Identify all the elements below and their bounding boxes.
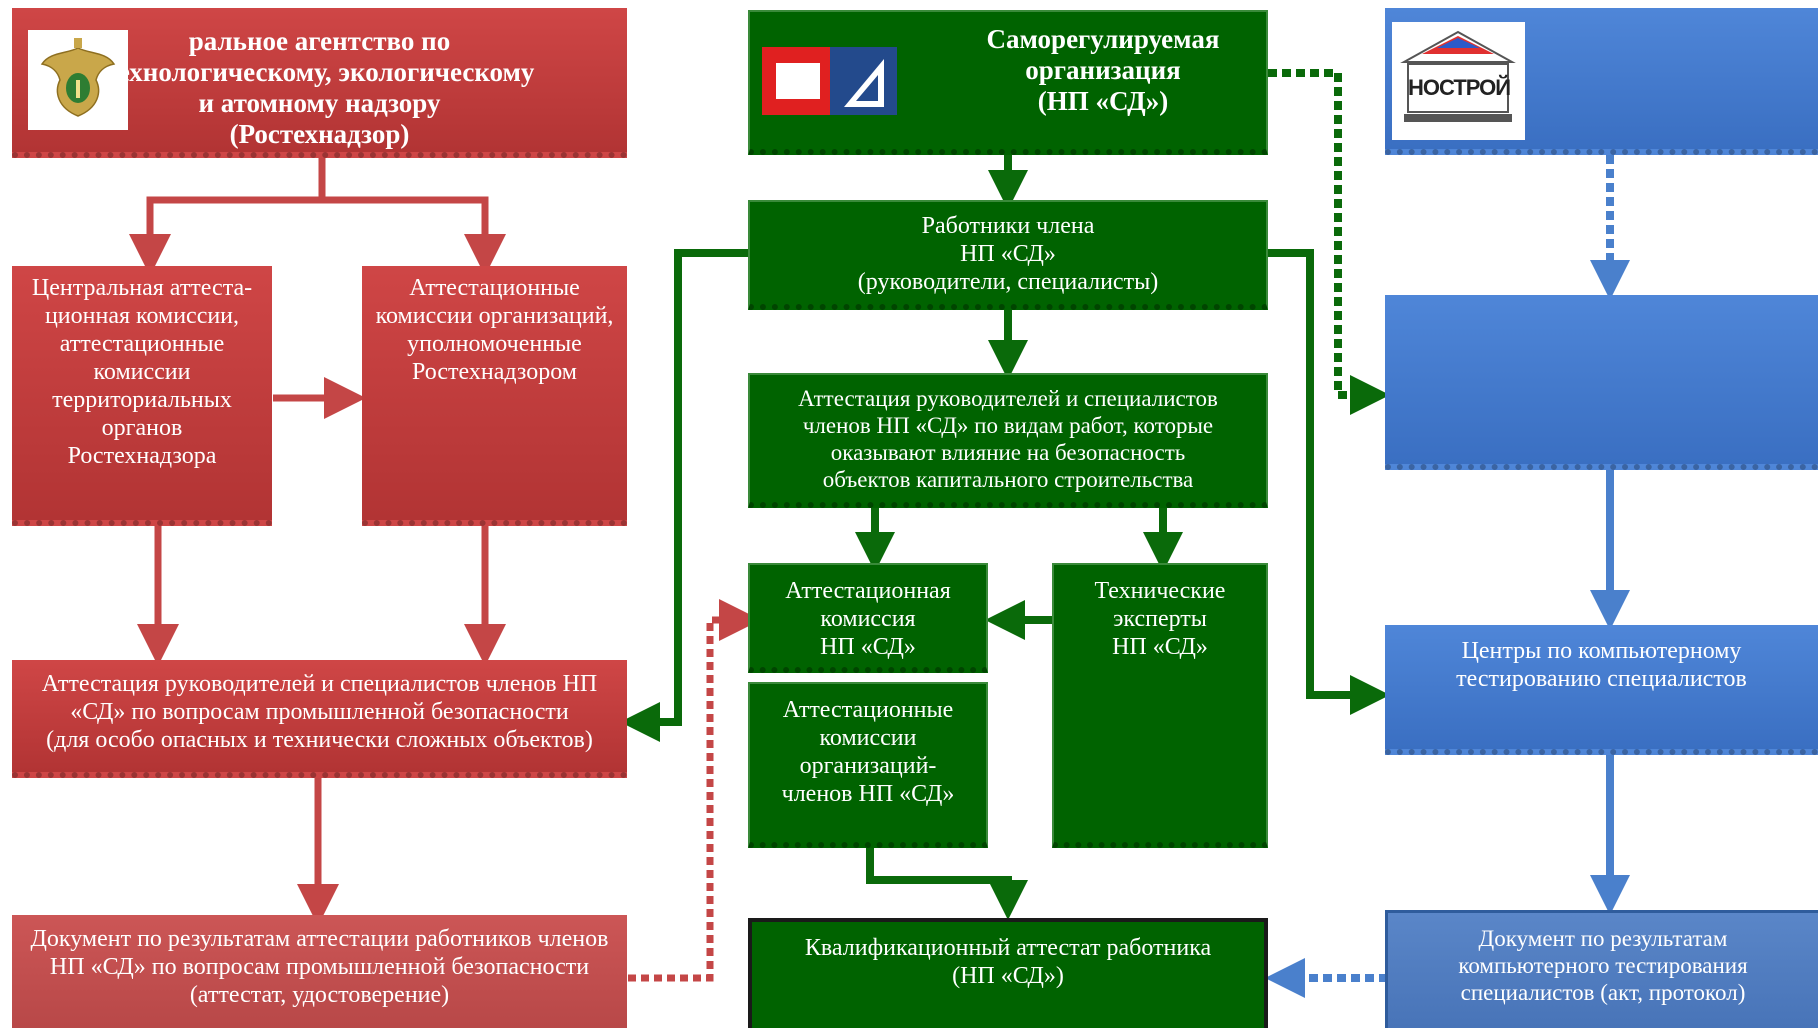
doc-industrial-line-1: Документ по результатам аттестации работ…: [30, 926, 609, 952]
sdcomm-line-2: комиссия: [820, 606, 916, 632]
central-line-1: Центральная аттеста-: [31, 275, 253, 301]
industrial-document-box: Документ по результатам аттестации работ…: [12, 915, 627, 1028]
rostekh-line-3: и атомному надзору: [198, 88, 441, 118]
testing-centers-box: Центры по компьютерному тестированию спе…: [1385, 625, 1818, 755]
doc-testing-line-1: Документ по результатам: [1478, 926, 1728, 951]
central-line-7: Ростехнадзора: [67, 443, 217, 469]
doc-industrial-line-3: (аттестат, удостоверение): [189, 982, 450, 1008]
sro-line-2: организация: [1025, 55, 1181, 85]
sro-box: Саморегулируемая организация (НП «СД»): [748, 10, 1268, 155]
red-connectors: [129, 155, 761, 982]
industrial-line-1: Аттестация руководителей и специалистов …: [41, 671, 598, 697]
central-line-4: комиссии: [93, 359, 191, 385]
industrial-line-3: (для особо опасных и технически сложных …: [46, 727, 593, 753]
central-line-3: аттестационные: [59, 331, 225, 357]
blue-empty-box: [1385, 295, 1818, 470]
membercomm-line-2: комиссии: [819, 725, 917, 751]
membercomm-line-3: организаций-: [799, 753, 937, 779]
arrow-sro-to-blue-box: [1268, 69, 1390, 415]
doc-testing-line-3: специалистов (акт, протокол): [1460, 980, 1746, 1005]
experts-line-3: НП «СД»: [1112, 634, 1208, 660]
testing-line-2: тестированию специалистов: [1456, 666, 1747, 692]
sd-logo-icon: [762, 45, 897, 117]
arrow-rostekh-to-central: [129, 155, 326, 276]
cert-line-2: (НП «СД»): [952, 963, 1064, 989]
arrow-workers-to-testing-centers: [1268, 249, 1390, 715]
experts-line-2: эксперты: [1113, 606, 1207, 632]
testing-document-box: Документ по результатам компьютерного те…: [1385, 910, 1818, 1028]
nostroy-logo-icon: НОСТРОЙ: [1392, 22, 1525, 140]
workers-line-3: (руководители, специалисты): [857, 269, 1159, 295]
rostekhnadzor-emblem-icon: [28, 30, 128, 130]
qualification-certificate-box: Квалификационный аттестат работника (НП …: [748, 918, 1268, 1028]
rostekh-line-1: ральное агентство по: [188, 26, 451, 56]
member-commissions-box: Аттестационные комиссии организаций- чле…: [748, 682, 988, 848]
org-commissions-rtn-box: Аттестационные комиссии организаций, упо…: [362, 266, 627, 526]
orgcomm-line-2: комиссии организаций,: [375, 303, 614, 329]
cert-line-1: Квалификационный аттестат работника: [804, 935, 1212, 961]
arrow-membercomm-to-certificate: [866, 848, 1028, 920]
works-line-1: Аттестация руководителей и специалистов: [798, 386, 1218, 411]
blue-connectors: [1265, 155, 1630, 998]
central-line-5: территориальных: [52, 387, 232, 413]
works-line-3: оказывают влияние на безопасность: [830, 440, 1186, 465]
central-line-6: органов: [101, 415, 183, 441]
experts-line-1: Технические: [1094, 578, 1226, 604]
orgcomm-line-1: Аттестационные: [409, 275, 580, 301]
works-line-4: объектов капитального строительства: [822, 467, 1194, 492]
membercomm-line-4: членов НП «СД»: [781, 781, 955, 807]
sro-line-3: (НП «СД»): [1037, 86, 1169, 116]
arrow-rostekh-to-orgcomm: [322, 196, 506, 276]
works-attestation-box: Аттестация руководителей и специалистов …: [748, 373, 1268, 508]
doc-testing-line-2: компьютерного тестирования: [1458, 953, 1748, 978]
workers-line-2: НП «СД»: [960, 241, 1056, 267]
doc-industrial-line-2: НП «СД» по вопросам промышленной безопас…: [49, 954, 590, 980]
arrow-workers-to-industrial-attestation: [620, 249, 748, 742]
industrial-line-2: «СД» по вопросам промышленной безопаснос…: [70, 699, 569, 725]
rostekh-line-4: (Ростехнадзор): [229, 119, 410, 149]
membercomm-line-1: Аттестационные: [782, 697, 954, 723]
central-commission-box: Центральная аттеста- ционная комиссии, а…: [12, 266, 272, 526]
central-line-2: ционная комиссии,: [44, 303, 240, 329]
sro-line-1: Саморегулируемая: [986, 24, 1220, 54]
industrial-attestation-box: Аттестация руководителей и специалистов …: [12, 660, 627, 778]
sdcomm-line-1: Аттестационная: [785, 578, 951, 604]
sdcomm-line-3: НП «СД»: [820, 634, 916, 660]
workers-line-1: Работники члена: [921, 213, 1095, 239]
orgcomm-line-4: Ростехнадзором: [412, 359, 577, 385]
orgcomm-line-3: уполномоченные: [407, 331, 582, 357]
rostekh-line-2: технологическому, экологическому: [104, 57, 535, 87]
tech-experts-box: Технические эксперты НП «СД»: [1052, 563, 1268, 848]
works-line-2: членов НП «СД» по видам работ, которые: [802, 413, 1214, 438]
nostroy-logo-text: НОСТРОЙ: [1408, 75, 1511, 100]
workers-box: Работники члена НП «СД» (руководители, с…: [748, 200, 1268, 310]
testing-line-1: Центры по компьютерному: [1461, 638, 1742, 664]
sd-commission-box: Аттестационная комиссия НП «СД»: [748, 563, 988, 673]
green-connectors: [620, 69, 1390, 920]
arrow-document-to-sdcommission: [628, 599, 761, 982]
